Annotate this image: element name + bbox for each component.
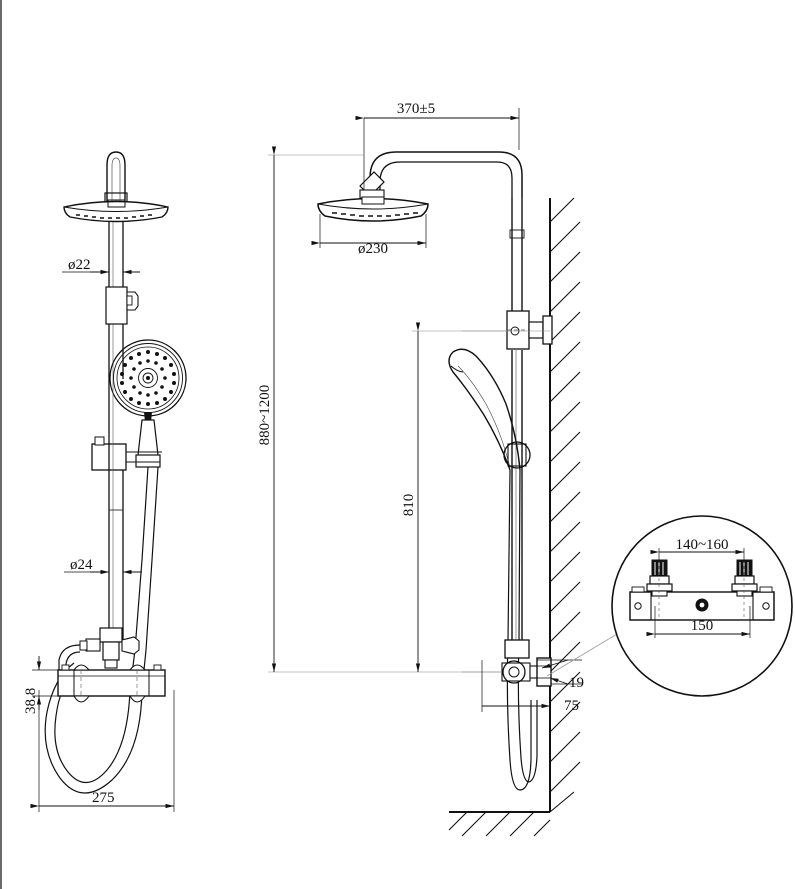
riser-pipe-side <box>509 198 525 648</box>
dim-label-wall-offset-small: 19 <box>569 675 584 691</box>
mixer-valve-front <box>57 627 166 703</box>
overhead-rain-head-side <box>317 196 429 222</box>
dim-label-inlet-centres-range: 140~160 <box>675 537 728 553</box>
nozzle-row-side <box>332 212 418 217</box>
dim-label-riser-height-range: 880~1200 <box>257 385 273 446</box>
view-front-elevation <box>44 151 187 794</box>
dim-label-mixer-bracket-centres: 150 <box>691 618 714 634</box>
detail-leader-line <box>546 627 628 677</box>
detail-inlet-connector-right <box>731 559 758 620</box>
wall-section <box>549 197 581 813</box>
dim-inlet-centres-range: 140~160 <box>650 537 745 562</box>
overhead-rain-head-front <box>63 199 169 223</box>
wall-hatching <box>549 197 581 813</box>
dim-label-hose-loop-width: 275 <box>92 790 115 806</box>
shower-hose-front <box>44 466 159 794</box>
dim-arm-projection: 370±5 <box>355 101 520 190</box>
overhead-shower-arm-side <box>359 151 523 199</box>
dim-riser-lower-diameter: ø24 <box>64 557 142 575</box>
dim-label-head-diameter: ø230 <box>358 241 388 257</box>
dim-mixer-bracket-centres: 150 <box>646 606 751 638</box>
riser-tube-lower-front <box>108 379 124 645</box>
detail-circle-mixer-inlets: 140~160 150 <box>546 515 793 697</box>
dims-side-view: 370±5 ø230 880~1200 810 19 <box>257 101 584 714</box>
dim-label-riser-lower-diameter: ø24 <box>70 557 93 573</box>
hand-shower-slider-ring <box>503 441 531 469</box>
riser-diverter-block <box>105 286 139 325</box>
dim-head-diameter: ø230 <box>311 214 427 257</box>
dim-wall-offset-large: 75 <box>481 660 579 714</box>
dim-riser-height-range: 880~1200 <box>257 146 502 673</box>
floor-hatching <box>448 811 551 837</box>
spray-nozzles <box>120 350 176 406</box>
dim-label-wall-offset-large: 75 <box>564 698 579 714</box>
detail-inlet-connector-left <box>646 559 673 620</box>
dim-label-hand-shower-height: 810 <box>401 494 417 517</box>
floor-section <box>448 811 551 837</box>
dim-label-mixer-height: 38.8 <box>23 688 39 714</box>
dim-hose-loop-width: 275 <box>30 690 175 812</box>
dim-wall-offset-small: 19 <box>537 659 584 691</box>
dim-hand-shower-height: 810 <box>401 322 507 672</box>
dims-front-view: ø22 ø24 38.8 275 <box>23 257 175 812</box>
dim-label-arm-projection: 370±5 <box>397 101 435 117</box>
dim-label-riser-upper-diameter: ø22 <box>68 257 91 273</box>
dim-riser-upper-diameter: ø22 <box>62 257 140 275</box>
nozzle-row <box>76 214 152 219</box>
